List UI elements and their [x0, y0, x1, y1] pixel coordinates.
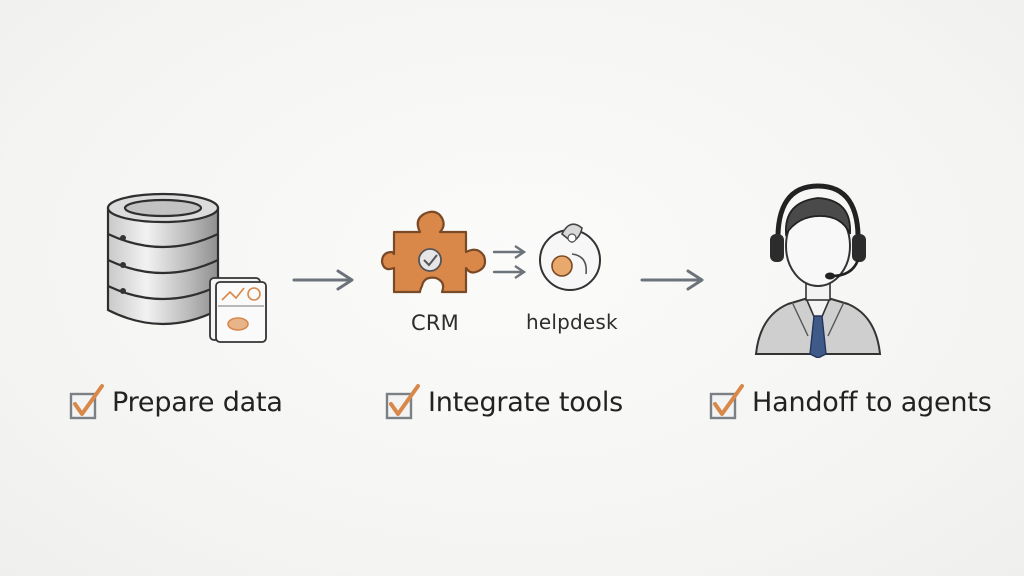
step-label: Integrate tools	[428, 386, 624, 418]
checkbox-checked-icon	[709, 384, 744, 420]
helpdesk-label: helpdesk	[526, 310, 618, 334]
step-integrate-tools: Integrate tools	[384, 382, 623, 422]
database-icon	[106, 192, 267, 343]
step-label: Prepare data	[112, 386, 283, 418]
step-handoff-to-agents: Handoff to agents	[708, 382, 992, 422]
connector-arrows	[492, 245, 527, 279]
step-label: Handoff to agents	[752, 386, 992, 418]
checkbox-checked-icon	[385, 384, 420, 420]
flow-arrow-1	[292, 269, 354, 291]
checkbox-checked-icon	[69, 384, 104, 420]
helpdesk-icon	[539, 223, 601, 291]
crm-label: CRM	[411, 311, 459, 335]
puzzle-piece-icon	[380, 210, 487, 294]
flow-arrow-2	[640, 269, 704, 291]
step-prepare-data: Prepare data	[68, 382, 283, 422]
support-agent-icon	[754, 183, 882, 358]
